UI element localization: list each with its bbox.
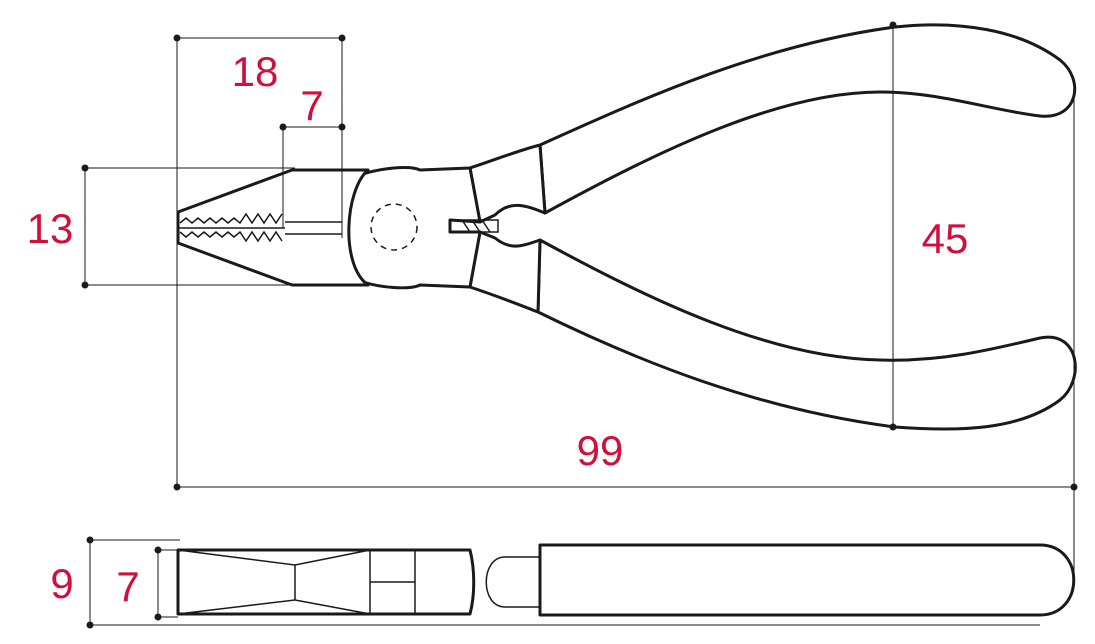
side-spring-loop: [485, 556, 540, 608]
pliers-top-view: [176, 23, 1077, 431]
dim-label-jaw-thickness: 7: [116, 563, 139, 610]
jaw-teeth: [179, 212, 283, 243]
upper-handle-grip: [538, 23, 1077, 215]
side-jaw-taper-right: [294, 549, 371, 615]
dim-label-jaw-height: 13: [27, 205, 74, 252]
dim-label-overall-length: 99: [577, 427, 624, 474]
side-jaw-taper: [177, 549, 296, 615]
dim-label-handle-spread: 45: [922, 215, 969, 262]
lower-handle-neck: [468, 230, 542, 314]
pliers-side-view: [176, 543, 1076, 617]
pivot-circle: [370, 203, 418, 251]
dim-label-grip-length: 7: [300, 82, 323, 129]
spring-slot: [449, 219, 499, 233]
side-body: [176, 548, 476, 616]
dimension-lines: [81, 21, 1078, 629]
side-handle: [538, 543, 1076, 617]
lower-handle-grip: [536, 238, 1077, 431]
dim-label-thickness: 9: [50, 560, 73, 607]
dim-label-jaw-length: 18: [232, 48, 279, 95]
upper-handle-neck: [468, 143, 547, 224]
spring-coil: [461, 219, 491, 233]
pivot-body: [337, 166, 482, 290]
